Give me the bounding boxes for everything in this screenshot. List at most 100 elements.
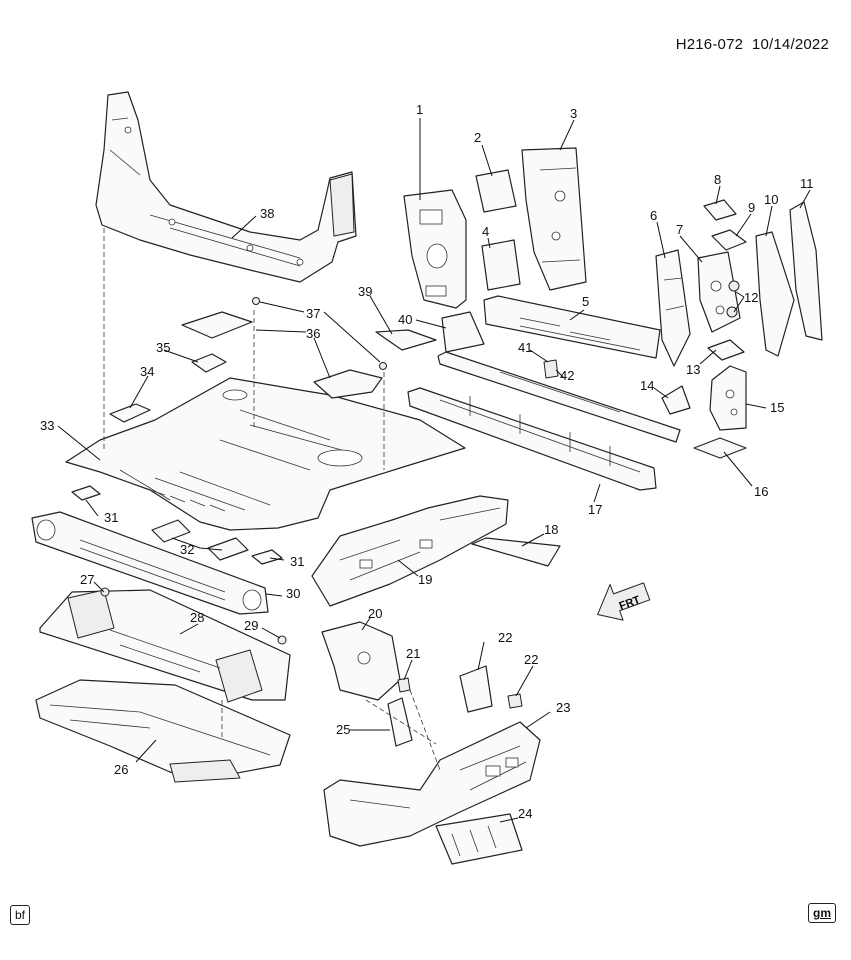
callout-25: 25	[336, 722, 350, 737]
part-35-bracket	[191, 353, 227, 373]
callout-29: 29	[244, 618, 258, 633]
callout-33: 33	[40, 418, 54, 433]
part-12-plug-a	[728, 280, 740, 292]
part-36-floor-pad	[313, 369, 383, 399]
callout-30: 30	[286, 586, 300, 601]
part-1-pillar-reinforcement	[403, 189, 467, 309]
part-15-panel	[709, 365, 747, 431]
callout-17: 17	[588, 502, 602, 517]
part-6-quarter-inner	[655, 249, 691, 367]
callout-40: 40	[398, 312, 412, 327]
part-21-bracket	[459, 665, 493, 713]
alignment-lines	[103, 228, 441, 771]
diagram-code: H216-072	[675, 36, 744, 53]
part-19-frame-rail-assembly	[311, 495, 509, 607]
part-12-plug-b	[726, 306, 738, 318]
part-37-bolt	[252, 297, 260, 305]
callout-34: 34	[140, 364, 154, 379]
part-27-clip	[100, 587, 110, 597]
part-2-bracket	[475, 169, 517, 213]
part-30-crossmember	[31, 511, 269, 615]
callout-19: 19	[418, 572, 432, 587]
callout-9: 9	[748, 200, 755, 215]
part-42-mid-rail	[437, 351, 681, 443]
callout-27: 27	[80, 572, 94, 587]
front-direction-arrow: FRT	[597, 582, 651, 621]
part-23-floor-side-assembly	[323, 721, 541, 847]
part-31-pad-right	[251, 549, 283, 565]
callout-3: 3	[570, 106, 577, 121]
callout-36: 36	[306, 326, 320, 341]
callout-12: 12	[744, 290, 758, 305]
callout-22a: 21	[406, 646, 420, 661]
part-5-upper-rail	[483, 295, 661, 359]
part-33-floor-panel	[65, 377, 466, 531]
part-38-rear-upper-frame	[95, 91, 357, 283]
callout-14: 14	[640, 378, 654, 393]
part-32-pad-b	[207, 537, 249, 561]
callout-28: 28	[190, 610, 204, 625]
callout-37: 37	[306, 306, 320, 321]
leader-lines	[57, 118, 811, 823]
callout-11: 11	[800, 176, 814, 191]
part-10-quarter-outer	[755, 231, 795, 357]
diagram-date: 10/14/2022	[751, 36, 829, 53]
part-17-lower-rail	[407, 387, 657, 491]
part-24-reinforcement	[435, 813, 523, 865]
callout-8: 8	[714, 172, 721, 187]
part-25-bracket	[387, 697, 413, 747]
part-32-pad-a	[151, 519, 191, 543]
callout-4: 4	[482, 224, 489, 239]
callout-42: 42	[560, 368, 574, 383]
part-22-bolt-b	[507, 693, 523, 709]
part-9-pad	[711, 229, 747, 251]
part-13-pad	[707, 339, 745, 361]
part-22-bolt-a	[397, 677, 411, 693]
part-37-bolt-2	[379, 362, 387, 370]
part-11-quarter-panel	[789, 201, 823, 341]
callout-5: 5	[582, 294, 589, 309]
part-4-bracket	[481, 239, 521, 291]
callout-7: 7	[676, 222, 683, 237]
callout-26: 26	[114, 762, 128, 777]
callout-24: 24	[518, 806, 532, 821]
callout-16: 16	[754, 484, 768, 499]
callout-23: 23	[556, 700, 570, 715]
callout-35: 35	[156, 340, 170, 355]
part-31-pad-left	[71, 485, 101, 501]
gm-logo-badge: gm	[808, 903, 836, 923]
part-41-clip	[543, 359, 559, 379]
callout-1: 1	[416, 102, 423, 117]
part-20-bracket-assembly	[321, 621, 401, 701]
part-7-panel	[697, 251, 741, 333]
part-18-sill-plate	[471, 537, 561, 567]
callout-2: 2	[474, 130, 481, 145]
callout-22b: 22	[524, 652, 538, 667]
callout-labels: 1 2 3 4 5 6 7 8 9 10 11 12 13 14 15 16 1…	[40, 102, 814, 821]
part-28-rear-floor-pan	[39, 589, 291, 703]
diagram-header: H216-072 10/14/2022	[676, 36, 829, 53]
bf-badge: bf	[10, 905, 31, 925]
part-14-bracket	[661, 385, 691, 415]
callout-13: 13	[686, 362, 700, 377]
part-40-bracket	[441, 311, 485, 353]
callout-6: 6	[650, 208, 657, 223]
part-36-top-plate	[181, 311, 253, 339]
part-39-plate	[375, 329, 437, 351]
callout-41: 41	[518, 340, 532, 355]
callout-39: 39	[358, 284, 372, 299]
part-34-bracket	[109, 403, 151, 423]
callout-20: 20	[368, 606, 382, 621]
callout-18: 18	[544, 522, 558, 537]
callout-38: 38	[260, 206, 274, 221]
callout-31b: 31	[290, 554, 304, 569]
part-3-pillar-inner	[521, 147, 587, 291]
part-26-underbody-tray	[35, 679, 291, 783]
part-8-pad	[703, 199, 737, 221]
callout-21: 22	[498, 630, 512, 645]
callout-31a: 31	[104, 510, 118, 525]
callout-15: 15	[770, 400, 784, 415]
part-16-plate	[693, 437, 747, 459]
callout-10: 10	[764, 192, 778, 207]
